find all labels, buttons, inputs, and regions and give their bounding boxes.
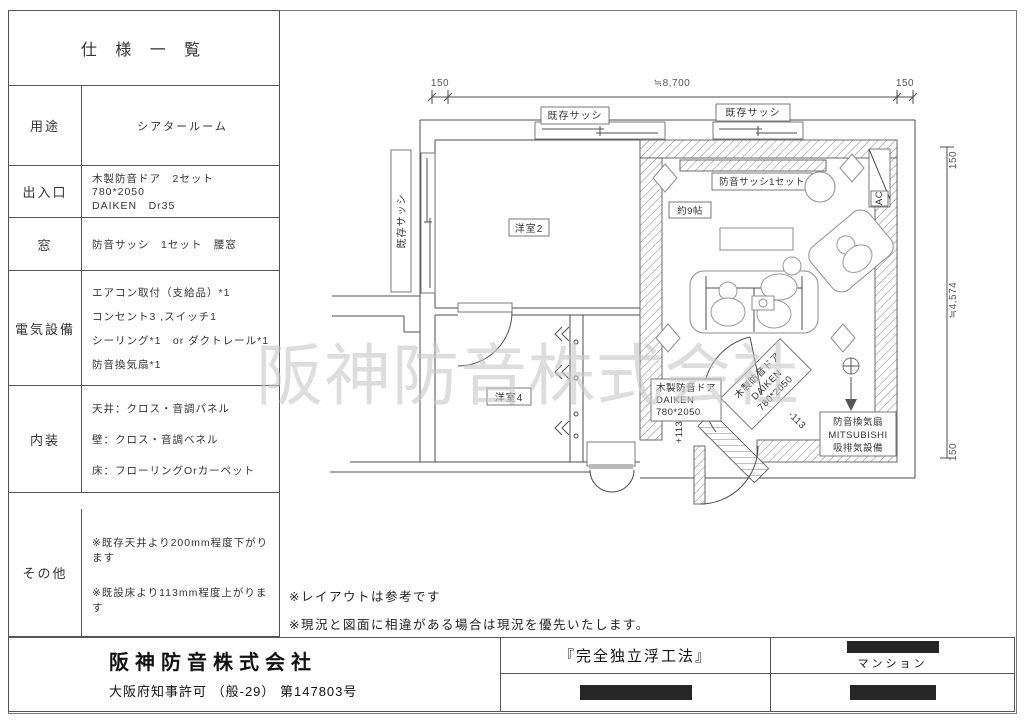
company-name: 阪神防音株式会社 [109,652,317,674]
armchair-with-person [808,209,894,293]
redacted-cell-left [501,674,771,711]
dim-right-bottom: 150 [948,443,959,461]
building-type: マンション [857,657,928,670]
door-left-line1: 木製防音ドア [656,382,716,394]
room-divider-door-leaf [457,302,513,313]
spec-value-electric-1: エアコン取付（支給品）*1 [92,286,231,299]
spec-table: 仕 様 一 覧 用途 シアタールーム 出入口 木製防音ドア 2セット 780*2… [8,10,280,637]
spec-row-use: 用途 シアタールーム [9,86,279,166]
dimension-top: 150 ≒8,700 150 [427,78,918,104]
spec-row-window: 窓 防音サッシ 1セット 腰窓 [9,218,279,271]
spec-value-interior-1: 天井：クロス・音調パネル [92,402,230,415]
closet [586,441,636,467]
spec-value-other-2: ※既設床より113mm程度上がります [92,587,268,614]
dim-right-center: ≒4,574 [948,282,959,318]
spec-label-electric: 電気設備 [9,271,82,385]
door-left-line2: DAIKEN [656,395,694,406]
spec-label-other: その他 [9,509,82,636]
room-labels: 洋室2 洋室4 [486,218,550,406]
dim-top-center: ≒8,700 [654,78,690,89]
spec-label-use: 用途 [9,86,82,165]
spec-label-entrance: 出入口 [9,166,82,217]
spec-value-interior-2: 壁：クロス・音調ベネル [92,433,219,446]
soundproof-door-left-arc [699,445,759,505]
fan-label-line1: 防音換気扇 [833,416,883,428]
room-divider-door-arc [457,311,513,367]
window-existing-left [420,152,436,294]
existing-sash-label-1: 既存サッシ [548,109,603,122]
note-layout: ※レイアウトは参考です [289,590,441,604]
construction-method-cell: 『完全独立浮工法』 [501,638,771,674]
redacted-cell-right [771,674,1014,711]
spec-label-interior: 内装 [9,386,82,492]
existing-sash-label-left: 既存サッシ [395,194,408,249]
spec-table-title: 仕 様 一 覧 [9,11,279,86]
spec-value-use: シアタールーム [137,120,228,133]
plan-notes: ※レイアウトは参考です ※現況と図面に相違がある場合は現況を優先いたします。 [289,586,650,642]
fan-label-line3: 吸排気設備 [833,442,883,454]
dim-top-right: 150 [896,78,914,89]
person [760,256,802,301]
closet-sill [589,464,633,469]
folding-door-chevrons [554,326,570,436]
floor-offset-down: -113 [786,409,808,431]
air-conditioner: AC [868,148,891,208]
title-block: 阪神防音株式会社 大阪府知事許可 （般-29） 第147803号 『完全独立浮工… [8,637,1015,712]
spec-value-interior-3: 床：フローリングOrカーペット [92,464,256,477]
spec-row-electric: 電気設備 エアコン取付（支給品）*1 コンセント3 ,スイッチ1 シーリング*1… [9,271,279,386]
dimension-right: 150 ≒4,574 150 [940,146,959,461]
windows: 既存サッシ 既存サッシ 既存サッシ [390,103,804,294]
redacted-bar [579,685,692,700]
dim-top-left: 150 [431,78,449,89]
round-table [804,171,836,203]
soundproof-walls [639,139,898,484]
speaker-icon [830,323,856,353]
building-type-cell: マンション [771,638,1014,674]
existing-sash-label-2: 既存サッシ [726,106,781,119]
soundproof-wall-top [639,139,898,159]
spec-row-entrance: 出入口 木製防音ドア 2セット 780*2050 DAIKEN Dr35 [9,166,279,218]
theater-interior: 防音サッシ1セット 約9帖 AC [650,148,897,457]
spec-value-entrance-1: 木製防音ドア 2セット 780*2050 [92,172,226,198]
tatami-label: 約9帖 [677,205,703,217]
soundproof-wall-left [639,157,663,441]
arrow-down-icon [845,399,857,411]
soundproof-sash-bar [679,159,827,172]
title-block-details: 『完全独立浮工法』 マンション [501,638,1014,711]
spec-value-other-1: ※既存天井より200mm程度下がります [92,537,269,564]
spec-value-window: 防音サッシ 1セット 腰窓 [92,238,237,251]
spec-row-other: その他 ※既存天井より200mm程度下がります ※既設床より113mm程度上がり… [9,493,279,636]
spec-row-interior: 内装 天井：クロス・音調パネル 壁：クロス・音調ベネル 床：フローリングOrカー… [9,386,279,493]
door-left-line3: 780*2050 [656,407,701,418]
soundproof-door-left-leaf [693,445,706,505]
construction-method: 『完全独立浮工法』 [558,648,712,665]
title-block-company: 阪神防音株式会社 大阪府知事許可 （般-29） 第147803号 [9,638,501,711]
ventilation-fan-label: 防音換気扇 MITSUBISHI 吸排気設備 [819,411,897,457]
soundproof-door-diagonal-leaf [749,336,763,396]
spec-value-electric-2: コンセント3 ,スイッチ1 [92,310,218,323]
person [710,281,746,327]
floor-offset-up: +113 [674,421,685,444]
ac-label: AC [874,191,885,205]
spec-value-entrance-2: DAIKEN Dr35 [92,199,176,212]
note-priority: ※現況と図面に相違がある場合は現況を優先いたします。 [289,618,650,632]
ventilation-fan-symbol [842,357,860,411]
soundproof-sash-label: 防音サッシ1セット [719,176,805,188]
company-license: 大阪府知事許可 （般-29） 第147803号 [109,684,358,699]
fan-label-line2: MITSUBISHI [828,430,887,441]
spec-value-electric-3: シーリング*1 or ダクトレール*1 [92,334,270,347]
tv-board [719,227,794,251]
dim-right-top: 150 [948,151,959,169]
redacted-bar [846,640,939,653]
doors [457,302,763,505]
spec-value-electric-4: 防音換気扇*1 [92,358,162,371]
room2-label: 洋室2 [515,222,544,235]
soundproof-door-left-label: 木製防音ドア DAIKEN 780*2050 [650,378,722,422]
room4-label: 洋室4 [495,391,524,404]
redacted-bar [849,685,936,700]
closet-door-arcs [589,469,635,493]
spec-label-window: 窓 [9,218,82,270]
